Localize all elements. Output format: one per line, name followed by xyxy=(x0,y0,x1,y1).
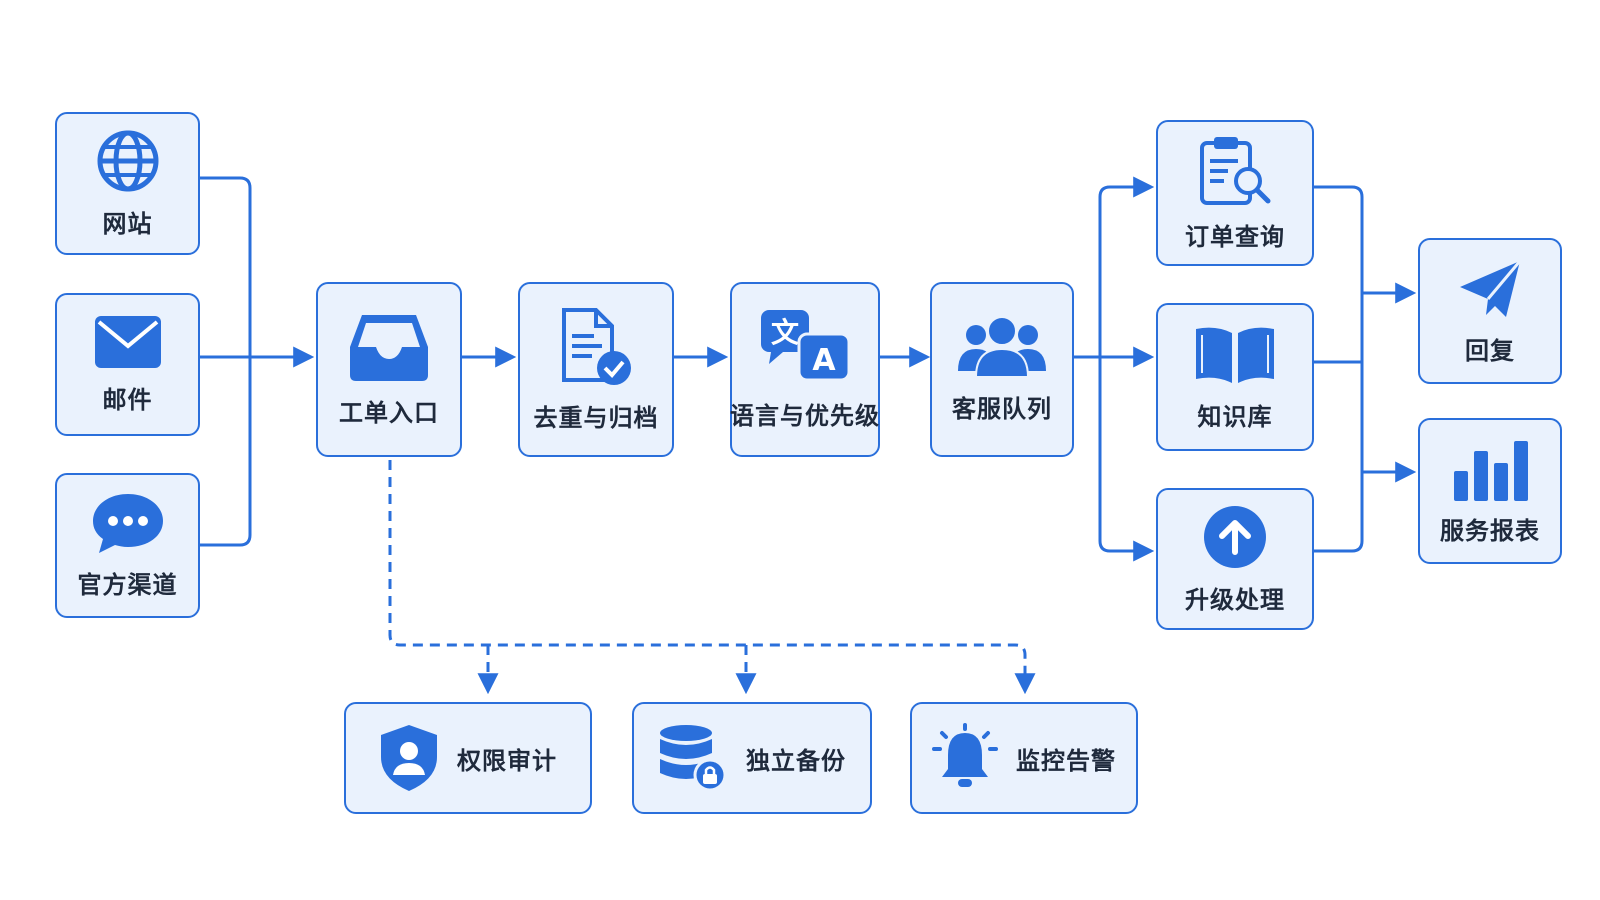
clipboard-search-icon xyxy=(1198,135,1272,207)
source-website-label: 网站 xyxy=(102,210,153,238)
database-lock-icon xyxy=(658,723,728,793)
source-email-label: 邮件 xyxy=(102,386,153,414)
output-reply-label: 回复 xyxy=(1465,336,1515,365)
svg-text:A: A xyxy=(812,343,836,378)
support-permission-audit-label: 权限审计 xyxy=(457,746,557,775)
step-ticket-entry[interactable]: 工单入口 xyxy=(316,282,462,457)
step-language-priority[interactable]: 文 A 语言与优先级 xyxy=(730,282,880,457)
document-check-icon xyxy=(556,306,636,388)
connector-official-channel xyxy=(198,357,252,547)
svg-text:文: 文 xyxy=(771,316,799,349)
step-service-queue-label: 客服队列 xyxy=(952,395,1052,423)
connector-support-trunk xyxy=(388,460,1036,695)
bell-icon xyxy=(932,723,998,793)
connector-to-order-query xyxy=(1098,176,1155,357)
source-official-channel[interactable]: 官方渠道 xyxy=(55,473,200,618)
step-dedup-archive-label: 去重与归档 xyxy=(533,404,659,432)
branch-escalation-label: 升级处理 xyxy=(1185,585,1285,614)
connector-to-escalation xyxy=(1098,357,1155,562)
connector-from-order-query xyxy=(1314,185,1364,357)
step-dedup-archive[interactable]: 去重与归档 xyxy=(518,282,674,457)
branch-order-query[interactable]: 订单查询 xyxy=(1156,120,1314,266)
source-website[interactable]: 网站 xyxy=(55,112,200,255)
shield-user-icon xyxy=(379,723,439,793)
arrow-up-circle-icon xyxy=(1202,504,1268,570)
support-permission-audit[interactable]: 权限审计 xyxy=(344,702,592,814)
globe-icon xyxy=(95,128,161,194)
connector-from-escalation xyxy=(1314,357,1364,553)
connector-website xyxy=(198,176,252,357)
support-monitoring-alert[interactable]: 监控告警 xyxy=(910,702,1138,814)
source-email[interactable]: 邮件 xyxy=(55,293,200,436)
branch-knowledge-base-label: 知识库 xyxy=(1197,402,1273,431)
branch-escalation[interactable]: 升级处理 xyxy=(1156,488,1314,630)
step-ticket-entry-label: 工单入口 xyxy=(339,399,439,427)
source-official-channel-label: 官方渠道 xyxy=(77,571,178,599)
step-service-queue[interactable]: 客服队列 xyxy=(930,282,1074,457)
branch-order-query-label: 订单查询 xyxy=(1185,222,1285,251)
open-book-icon xyxy=(1192,323,1278,387)
step-language-priority-label: 语言与优先级 xyxy=(730,402,880,430)
people-group-icon xyxy=(956,315,1048,379)
support-independent-backup[interactable]: 独立备份 xyxy=(632,702,872,814)
output-reply[interactable]: 回复 xyxy=(1418,238,1562,384)
chat-bubble-icon xyxy=(91,491,165,555)
paper-plane-icon xyxy=(1456,257,1524,321)
translate-icon: 文 A xyxy=(759,308,851,386)
support-monitoring-alert-label: 监控告警 xyxy=(1016,746,1116,775)
envelope-icon xyxy=(93,314,163,370)
branch-knowledge-base[interactable]: 知识库 xyxy=(1156,303,1314,451)
bar-chart-icon xyxy=(1452,437,1528,501)
output-service-report-label: 服务报表 xyxy=(1440,516,1540,545)
support-independent-backup-label: 独立备份 xyxy=(746,746,846,775)
output-service-report[interactable]: 服务报表 xyxy=(1418,418,1562,564)
inbox-tray-icon xyxy=(348,311,430,383)
